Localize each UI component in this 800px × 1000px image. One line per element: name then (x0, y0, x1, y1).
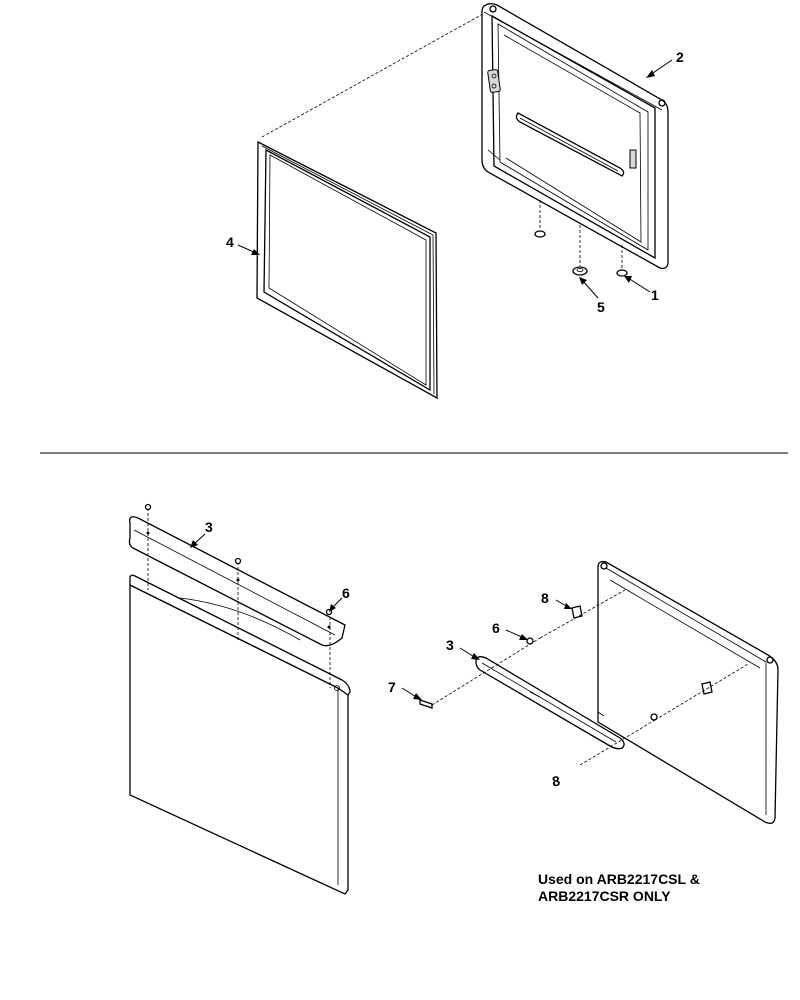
model-note-line1: Used on ARB2217CSL & (538, 871, 700, 887)
freezer-door-liner (481, 3, 669, 270)
door-panel-right (597, 560, 779, 824)
callout-clip-bottom: 8 (551, 773, 561, 790)
callout-handle-right: 3 (446, 637, 454, 653)
callout-freezer-door-liner: 2 (676, 49, 684, 65)
lower-right-assembly: 8 6 3 7 8 (388, 560, 779, 824)
lower-left-assembly: 3 6 (128, 503, 351, 895)
gasket-frame (256, 140, 438, 400)
callout-handle-top-left: 3 (205, 519, 213, 535)
leader-5 (581, 279, 599, 299)
model-note-line2: ARB2217CSR ONLY (538, 888, 671, 904)
callout-screw-handle-end: 7 (388, 679, 396, 695)
leader-1 (627, 277, 651, 293)
callout-clip-top: 8 (541, 590, 549, 606)
stop-plugs (534, 200, 628, 277)
callout-gasket-frame: 4 (226, 234, 234, 250)
alignment-line (261, 9, 491, 138)
leader-2 (649, 59, 673, 76)
callout-stop-plug-left: 5 (597, 299, 605, 315)
callout-stop-plug-right: 1 (651, 287, 659, 303)
callout-screw-left: 6 (342, 585, 350, 601)
callout-screw-right: 6 (492, 620, 500, 636)
upper-assembly: 2 4 5 1 (226, 3, 684, 400)
